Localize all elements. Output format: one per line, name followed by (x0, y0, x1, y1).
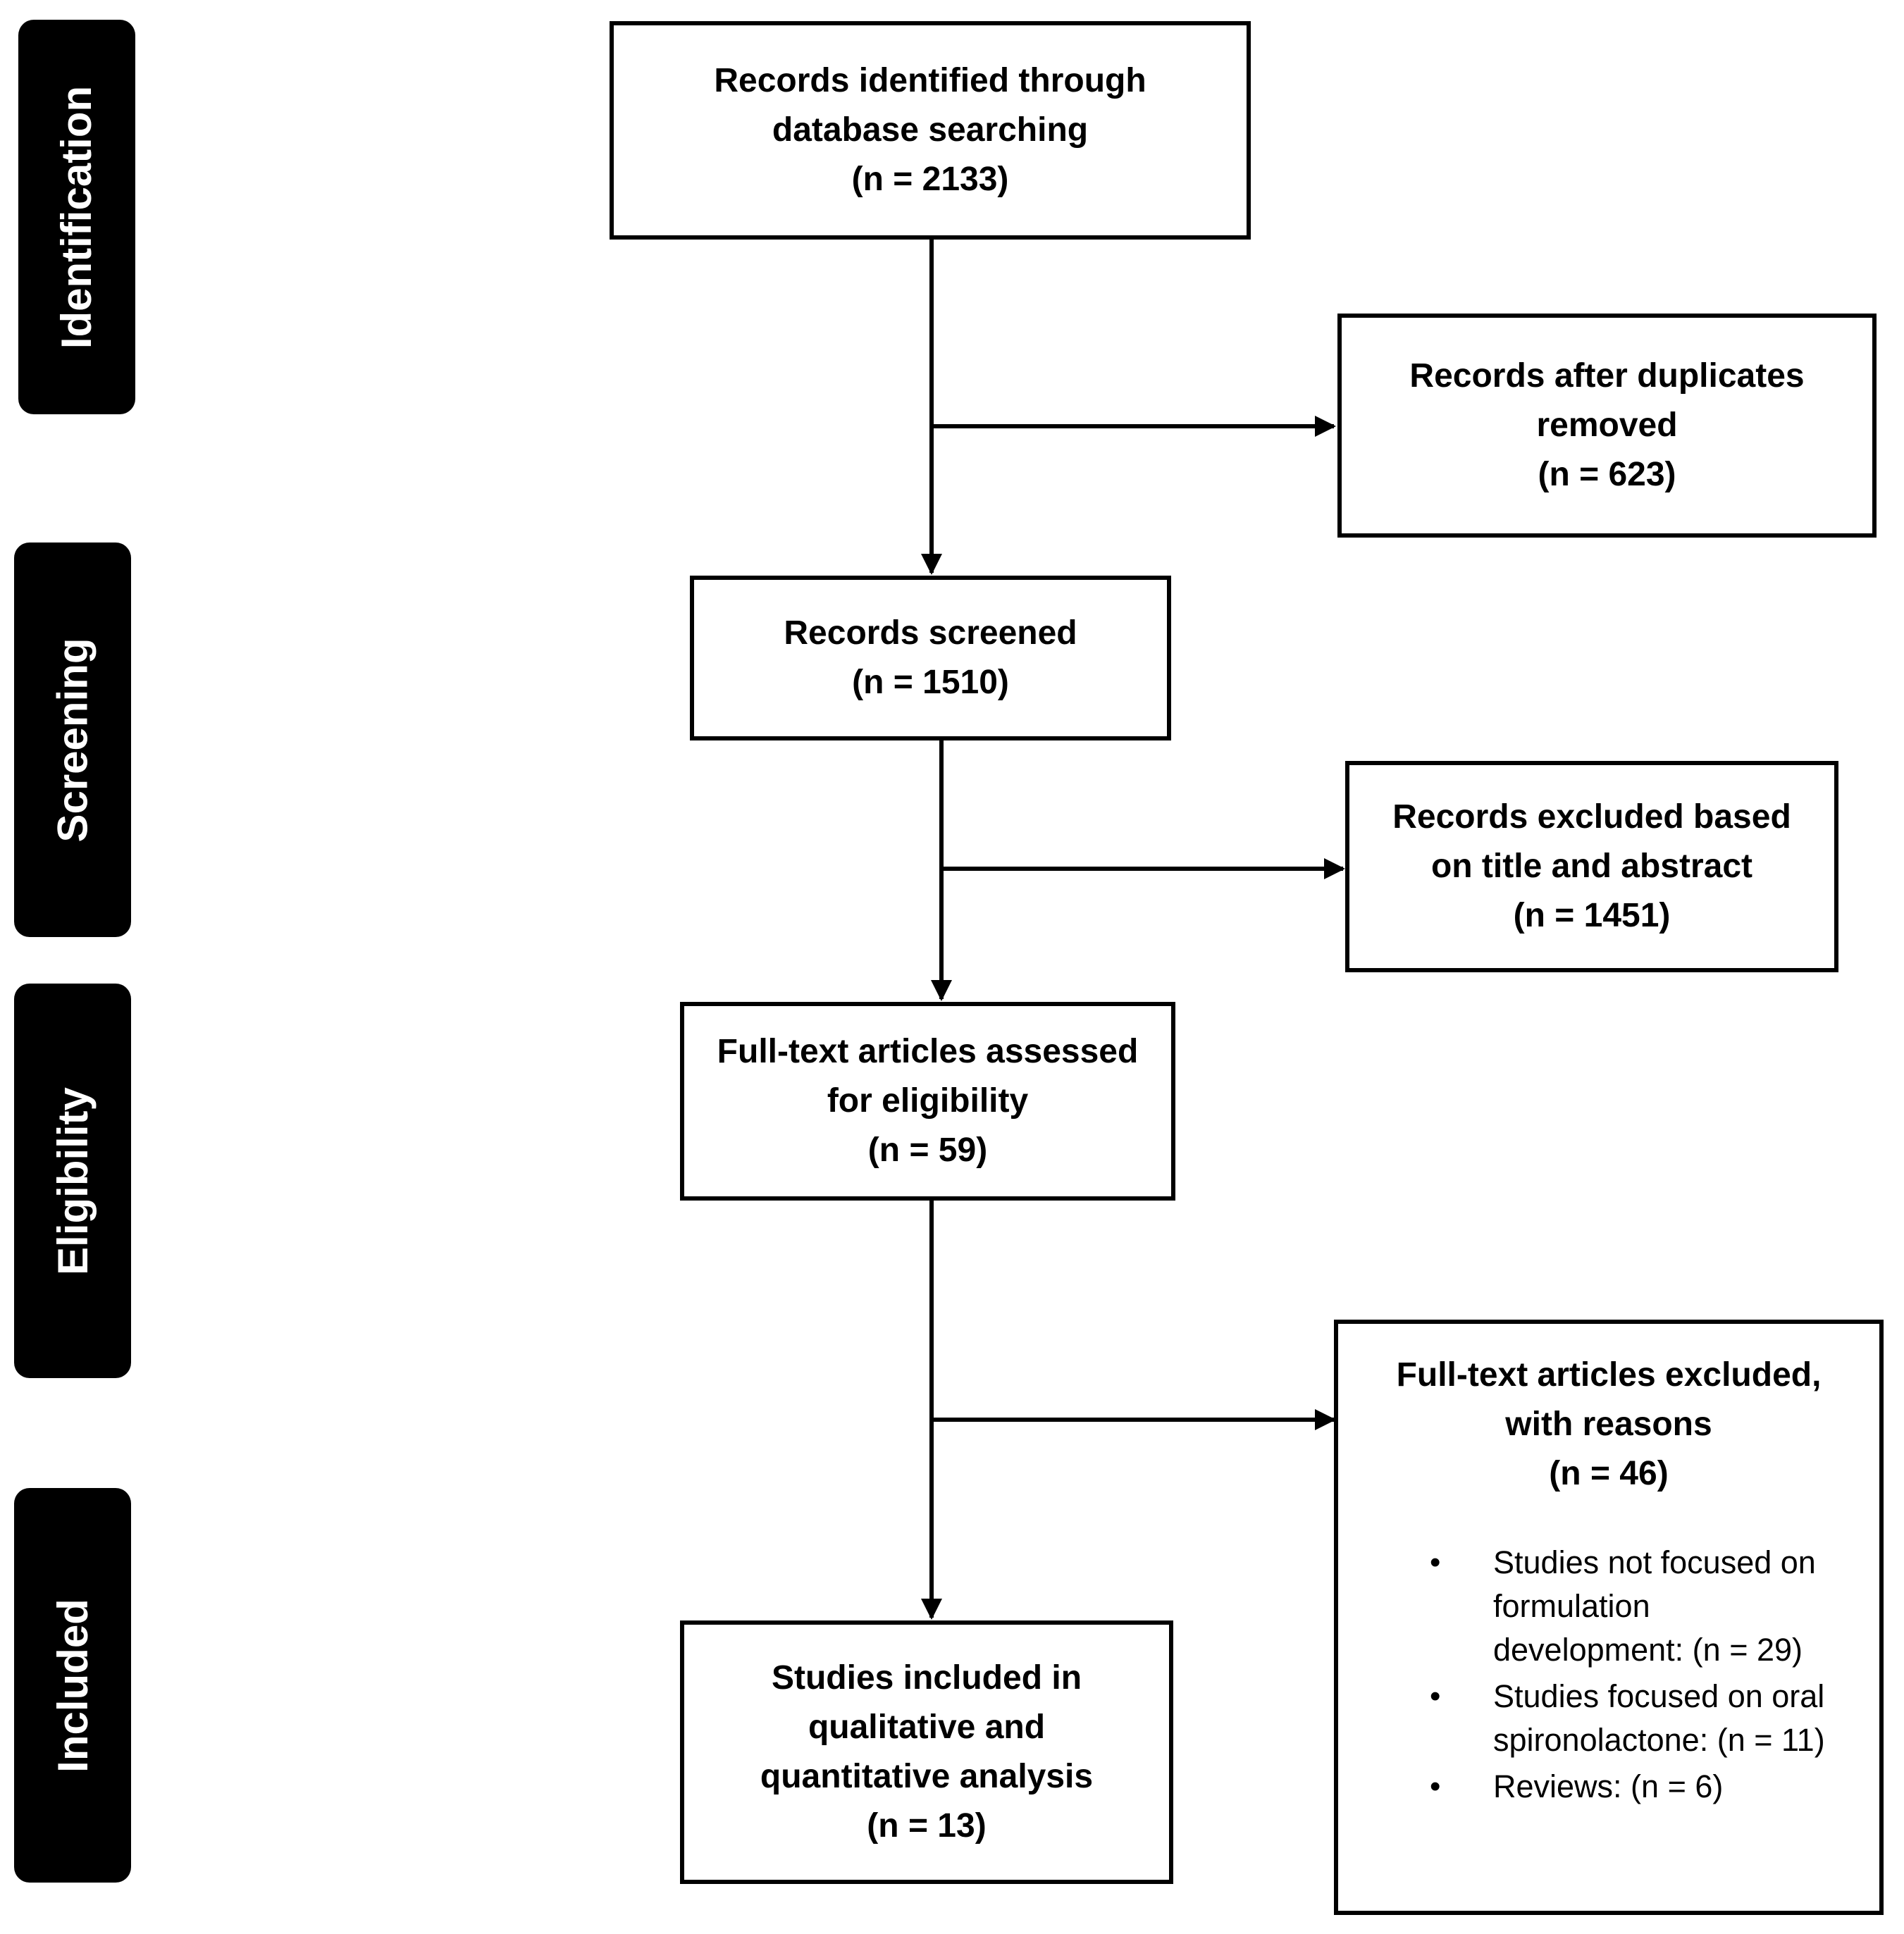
bullet-icon: • (1430, 1679, 1441, 1713)
stage-tab-screening: Screening (14, 543, 131, 937)
box-line: (n = 2133) (851, 161, 1009, 198)
exclusion-reason-text: Studies not focused on formulation devel… (1493, 1544, 1816, 1668)
box-line: (n = 1510) (852, 664, 1009, 701)
stage-tab-identification: Identification (18, 20, 135, 414)
stage-tab-included: Included (14, 1488, 131, 1883)
box-studies-included: Studies included in qualitative and quan… (680, 1620, 1173, 1884)
box-line: Full-text articles assessed (717, 1033, 1139, 1070)
stage-tab-eligibility: Eligibility (14, 984, 131, 1378)
box-line: Records after duplicates (1409, 357, 1805, 395)
box-line: qualitative and (808, 1709, 1046, 1746)
box-line: Full-text articles excluded, (1396, 1356, 1822, 1394)
box-records-screened: Records screened (n = 1510) (690, 576, 1171, 740)
exclusion-reason-text: Reviews: (n = 6) (1493, 1768, 1724, 1804)
box-fulltext-excluded: Full-text articles excluded, with reason… (1334, 1320, 1884, 1915)
box-line: Studies included in (771, 1659, 1082, 1697)
exclusion-reason-text: Studies focused on oral spironolactone: … (1493, 1678, 1825, 1758)
bullet-icon: • (1430, 1769, 1441, 1804)
box-line: quantitative analysis (760, 1758, 1094, 1795)
box-line: database searching (772, 111, 1089, 149)
box-line: for eligibility (827, 1082, 1029, 1120)
box-line: (n = 59) (867, 1132, 988, 1169)
box-line: (n = 623) (1538, 456, 1676, 493)
box-line: (n = 1451) (1513, 897, 1671, 934)
box-line: with reasons (1505, 1406, 1712, 1443)
bullet-icon: • (1430, 1545, 1441, 1580)
box-line: Records screened (784, 614, 1077, 652)
box-records-after-duplicates: Records after duplicates removed (n = 62… (1337, 314, 1877, 538)
exclusion-reason-item: • Studies focused on oral spironolactone… (1430, 1675, 1825, 1762)
box-records-identified: Records identified through database sear… (610, 21, 1251, 240)
box-line: on title and abstract (1430, 848, 1753, 885)
box-line: removed (1536, 407, 1678, 444)
box-fulltext-assessed: Full-text articles assessed for eligibil… (680, 1002, 1175, 1201)
exclusion-reason-item: • Reviews: (n = 6) (1430, 1765, 1825, 1809)
exclusion-reasons-list: • Studies not focused on formulation dev… (1430, 1541, 1825, 1811)
box-line: Records excluded based (1392, 798, 1791, 836)
box-line: (n = 46) (1549, 1455, 1669, 1492)
box-records-excluded-title-abstract: Records excluded based on title and abst… (1345, 761, 1838, 972)
box-line: (n = 13) (867, 1807, 987, 1845)
box-line: Records identified through (714, 62, 1146, 99)
exclusion-reason-item: • Studies not focused on formulation dev… (1430, 1541, 1825, 1672)
